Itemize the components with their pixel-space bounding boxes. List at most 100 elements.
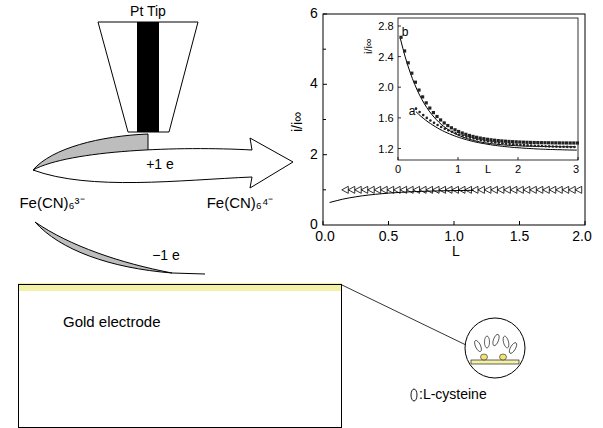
white-arrow — [33, 138, 293, 188]
pt-wire — [137, 22, 159, 132]
tip-glass — [98, 22, 198, 132]
axis-title: i/i∞ — [362, 38, 374, 54]
data-marker — [515, 140, 518, 143]
data-marker — [519, 144, 522, 147]
data-marker — [426, 186, 433, 193]
data-marker — [450, 126, 453, 129]
data-marker — [414, 81, 417, 84]
data-marker — [548, 145, 551, 148]
axis-title: L — [452, 244, 460, 259]
gray-arc-lower — [35, 222, 172, 273]
curve-letter: a — [409, 105, 416, 118]
data-marker — [462, 134, 465, 137]
tick-label: 2.0 — [572, 229, 591, 244]
data-marker — [348, 186, 355, 193]
data-marker — [426, 117, 429, 120]
tick-label: 4 — [310, 77, 318, 92]
data-marker — [504, 140, 507, 143]
data-marker — [547, 141, 550, 144]
data-marker — [417, 88, 420, 91]
data-marker — [472, 137, 475, 140]
inset-chart-frame — [398, 18, 578, 160]
data-marker — [565, 141, 568, 144]
data-marker — [525, 141, 528, 144]
tick-label: 2.0 — [378, 81, 393, 93]
electron-label: +1 e — [146, 157, 174, 172]
data-marker — [559, 145, 562, 148]
data-marker — [439, 118, 442, 121]
species-label: Fe(CN)₆³⁻ — [19, 195, 84, 212]
tick-label: 1.6 — [378, 112, 393, 124]
data-marker — [554, 141, 557, 144]
data-marker — [387, 186, 394, 193]
curve-letter: b — [402, 26, 409, 39]
tick-label: 6 — [310, 6, 318, 21]
data-marker — [570, 146, 573, 149]
electron-line — [172, 273, 205, 274]
data-marker — [569, 141, 572, 144]
data-marker — [530, 144, 533, 147]
tick-label: 0 — [395, 163, 401, 175]
theory-curve — [416, 112, 577, 150]
node-label: Pt Tip — [95, 3, 201, 19]
species-label: Fe(CN)₆⁴⁻ — [207, 195, 274, 212]
data-marker — [452, 186, 459, 193]
data-marker — [501, 142, 504, 145]
data-marker — [458, 133, 461, 136]
data-marker — [480, 139, 483, 142]
monolayer-callout — [465, 318, 525, 378]
data-marker — [569, 186, 576, 193]
data-marker — [446, 186, 453, 193]
data-marker — [505, 142, 508, 145]
data-marker — [469, 136, 472, 139]
data-marker — [536, 186, 543, 193]
tick-label: 1 — [455, 163, 461, 175]
data-marker — [403, 49, 406, 52]
data-marker — [436, 124, 439, 127]
data-marker — [476, 138, 479, 141]
tick-label: 2.4 — [378, 51, 393, 63]
data-marker — [511, 140, 514, 143]
data-marker — [523, 186, 530, 193]
data-marker — [529, 141, 532, 144]
data-marker — [433, 122, 436, 125]
data-marker — [551, 141, 554, 144]
data-marker — [543, 186, 550, 193]
data-marker — [440, 126, 443, 129]
data-marker — [447, 129, 450, 132]
data-marker — [429, 119, 432, 122]
data-marker — [444, 127, 447, 130]
pt-tip: Pt Tip — [95, 2, 201, 134]
data-marker — [497, 186, 504, 193]
data-marker — [576, 141, 579, 144]
data-marker — [558, 141, 561, 144]
data-marker — [534, 144, 537, 147]
data-marker — [536, 141, 539, 144]
data-marker — [425, 101, 428, 104]
data-marker — [446, 124, 449, 127]
tick-label: 2 — [310, 147, 318, 162]
tick-label: 1.5 — [510, 229, 529, 244]
data-marker — [526, 144, 529, 147]
tip-outline — [95, 2, 201, 134]
data-marker — [453, 128, 456, 131]
data-marker — [454, 132, 457, 135]
data-marker — [484, 186, 491, 193]
theory-curve — [400, 39, 575, 147]
gold-electrode: Gold electrode — [18, 284, 342, 428]
data-marker — [443, 121, 446, 124]
node-label: Gold electrode — [63, 313, 341, 330]
data-marker — [465, 135, 468, 138]
data-marker — [494, 141, 497, 144]
data-marker — [573, 146, 576, 149]
data-marker — [518, 140, 521, 143]
axis-title: L — [485, 163, 491, 175]
data-marker — [543, 141, 546, 144]
data-marker — [355, 186, 362, 193]
data-marker — [483, 139, 486, 142]
data-marker — [516, 143, 519, 146]
data-marker — [561, 141, 564, 144]
data-marker — [478, 186, 485, 193]
data-marker — [407, 186, 414, 193]
